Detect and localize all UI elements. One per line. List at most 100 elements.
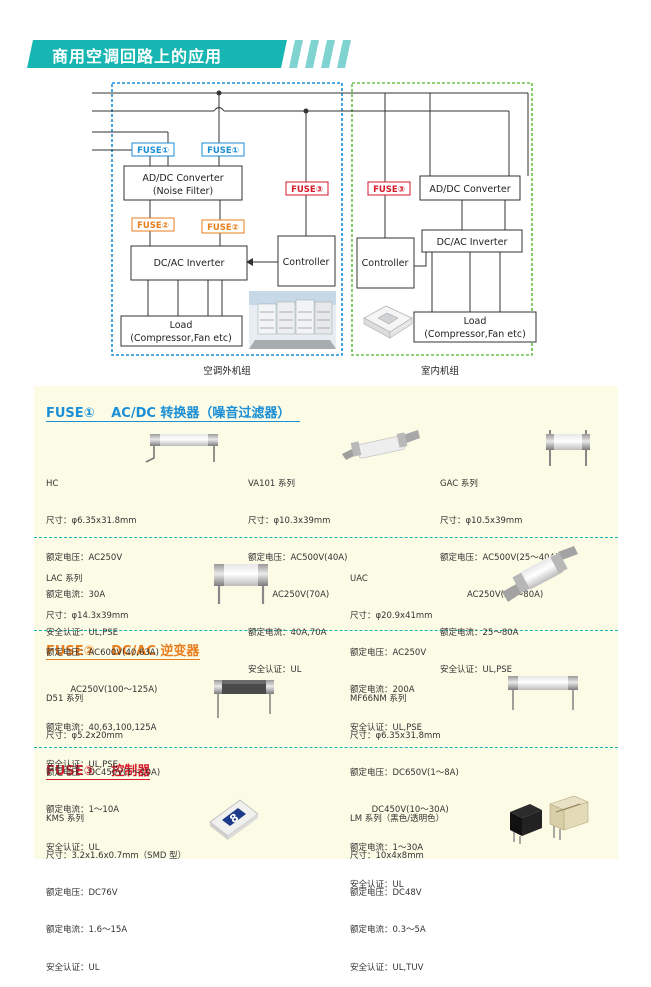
fuse1-label-b: FUSE① — [207, 146, 239, 156]
section1-fuse-label: FUSE① — [46, 406, 95, 421]
spec-current: 额定电流：30A — [46, 590, 106, 601]
spec-voltage: 额定电压：DC450V(1～10A) — [46, 768, 161, 779]
circuit-diagram: FUSE① FUSE① FUSE② FUSE② FUSE③ FUSE③ AD/D… — [92, 82, 537, 377]
product-name: VA101 系列 — [248, 478, 296, 489]
spec-voltage: 额定电压：DC650V(1～8A) — [350, 768, 459, 779]
indoor-unit-region — [351, 82, 533, 356]
load-indoor-line1: Load — [464, 316, 487, 327]
indoor-caption: 室内机组 — [421, 365, 460, 377]
spec-size: 尺寸：φ6.35x31.8mm — [350, 731, 441, 742]
product-name: GAC 系列 — [440, 478, 478, 489]
outdoor-unit-region — [111, 82, 343, 356]
product-kms: KMS 系列 尺寸：3.2x1.6x0.7mm（SMD 型） 额定电压：DC76… — [46, 788, 186, 987]
spec-cert: 安全认证：UL,TUV — [350, 962, 424, 973]
spec-voltage: 额定电压：DC76V — [46, 888, 118, 899]
product-name: LAC 系列 — [46, 573, 83, 584]
product-d51: D51 系列 尺寸：φ5.2x20mm 额定电压：DC450V(1～10A) 额… — [46, 668, 160, 867]
spec-size: 尺寸：3.2x1.6x0.7mm（SMD 型） — [46, 851, 187, 862]
spec-voltage: 额定电压：AC600V(40,63A) — [46, 648, 159, 659]
product-va101: VA101 系列 尺寸：φ10.3x39mm 额定电压：AC500V(40A) … — [248, 453, 347, 689]
spec-cert: 安全认证：UL,PSE — [46, 759, 119, 770]
fuse3-label-indoor: FUSE③ — [373, 185, 405, 195]
va101-fuse-image — [342, 430, 420, 460]
product-lm: LM 系列（黑色/透明色） 尺寸：10x4x8mm 额定电压：DC48V 额定电… — [350, 788, 444, 987]
outdoor-unit-photo — [249, 291, 336, 349]
section2-fuse-label: FUSE② — [46, 644, 95, 659]
spec-cert: 安全认证：UL — [46, 962, 100, 973]
spec-voltage-2: DC450V(10～30A) — [350, 805, 449, 816]
spec-current: 额定电流：200A — [350, 685, 415, 696]
spec-cert: 安全认证：UL — [350, 879, 404, 890]
indoor-cassette-photo — [363, 305, 413, 339]
product-name: UAC — [350, 573, 368, 584]
spec-current: 额定电流：25～80A — [440, 627, 519, 638]
dcac-inverter-outdoor: DC/AC Inverter — [154, 258, 225, 269]
spec-cert: 安全认证：UL,PSE — [46, 627, 119, 638]
spec-current: 额定电流：40,63,100,125A — [46, 722, 157, 733]
fuse2-label-b: FUSE② — [207, 223, 239, 233]
spec-current: 额定电流：0.3～5A — [350, 925, 426, 936]
load-outdoor-line2: (Compressor,Fan etc) — [130, 333, 232, 344]
d51-fuse-image — [214, 680, 274, 718]
divider-3 — [34, 747, 618, 748]
lm-fuse-image — [510, 795, 589, 844]
section1-title: AC/DC 转换器（噪音过滤器） — [111, 406, 291, 421]
divider-2 — [34, 630, 618, 631]
section3-header: FUSE③ 控制器 — [46, 760, 150, 779]
spec-cert: 安全认证：UL,PSE — [350, 722, 423, 733]
product-name: HC — [46, 478, 59, 489]
adc-converter-indoor: AD/DC Converter — [429, 184, 510, 195]
product-panel — [34, 386, 618, 859]
dcac-inverter-indoor: DC/AC Inverter — [437, 237, 508, 248]
spec-size: 尺寸：φ6.35x31.8mm — [46, 516, 137, 527]
spec-cert: 安全认证：UL — [248, 664, 302, 675]
spec-voltage: 额定电压：AC500V(25～40A) — [440, 553, 559, 564]
product-name: MF66NM 系列 — [350, 693, 407, 704]
section3-fuse-label: FUSE③ — [46, 764, 95, 779]
spec-size: 尺寸：φ20.9x41mm — [350, 611, 433, 622]
spec-current: 额定电流：1～10A — [46, 805, 120, 816]
product-hc: HC 尺寸：φ6.35x31.8mm 额定电压：AC250V 额定电流：30A … — [46, 453, 137, 652]
spec-voltage: 额定电压：AC500V(40A) — [248, 553, 348, 564]
spec-size: 尺寸：φ10.5x39mm — [440, 516, 523, 527]
section2-title: DC/AC 逆变器 — [111, 644, 200, 659]
gac-fuse-image — [546, 430, 590, 466]
adc-noise-line2: (Noise Filter) — [153, 186, 213, 197]
spec-size: 尺寸：φ5.2x20mm — [46, 731, 124, 742]
product-uac: UAC 尺寸：φ20.9x41mm 额定电压：AC250V 额定电流：200A … — [350, 548, 432, 747]
spec-voltage: 额定电压：DC48V — [350, 888, 422, 899]
fuse2-label-a: FUSE② — [137, 221, 169, 231]
spec-voltage-2: AC250V(70A) — [248, 590, 330, 601]
spec-voltage: 额定电压：AC250V — [46, 553, 123, 564]
product-name: D51 系列 — [46, 693, 84, 704]
controller-outdoor: Controller — [283, 257, 330, 268]
spec-current: 额定电流：1.6～15A — [46, 925, 128, 936]
spec-voltage: 额定电压：AC250V — [350, 648, 427, 659]
outdoor-caption: 空调外机组 — [203, 365, 251, 377]
section2-header: FUSE② DC/AC 逆变器 — [46, 640, 199, 659]
controller-indoor: Controller — [362, 258, 409, 269]
adc-noise-line1: AD/DC Converter — [142, 173, 223, 184]
kms-fuse-image: 8 — [209, 799, 259, 840]
spec-cert: 安全认证：UL,PSE — [440, 664, 513, 675]
load-outdoor-line1: Load — [170, 320, 193, 331]
product-name: LM 系列（黑色/透明色） — [350, 813, 445, 824]
section1-header: FUSE① AC/DC 转换器（噪音过滤器） — [46, 402, 290, 421]
product-mf66nm: MF66NM 系列 尺寸：φ6.35x31.8mm 额定电压：DC650V(1～… — [350, 668, 459, 904]
product-name: KMS 系列 — [46, 813, 85, 824]
spec-size: 尺寸：φ14.3x39mm — [46, 611, 129, 622]
spec-voltage-2: AC250V(100～125A) — [46, 685, 158, 696]
divider-1 — [34, 537, 618, 538]
page-title: 商用空调回路上的应用 — [52, 47, 223, 66]
section3-title: 控制器 — [111, 764, 151, 779]
fuse3-label-outdoor: FUSE③ — [291, 185, 323, 195]
lac-fuse-image — [214, 564, 268, 604]
spec-size: 尺寸：10x4x8mm — [350, 851, 424, 862]
spec-size: 尺寸：φ10.3x39mm — [248, 516, 331, 527]
spec-current: 额定电流：1～30A — [350, 842, 424, 853]
hc-fuse-image — [145, 434, 218, 463]
uac-fuse-image — [502, 546, 578, 602]
product-lac: LAC 系列 尺寸：φ14.3x39mm 额定电压：AC600V(40,63A)… — [46, 548, 159, 784]
load-indoor-line2: (Compressor,Fan etc) — [424, 329, 526, 340]
fuse1-label-a: FUSE① — [137, 146, 169, 156]
